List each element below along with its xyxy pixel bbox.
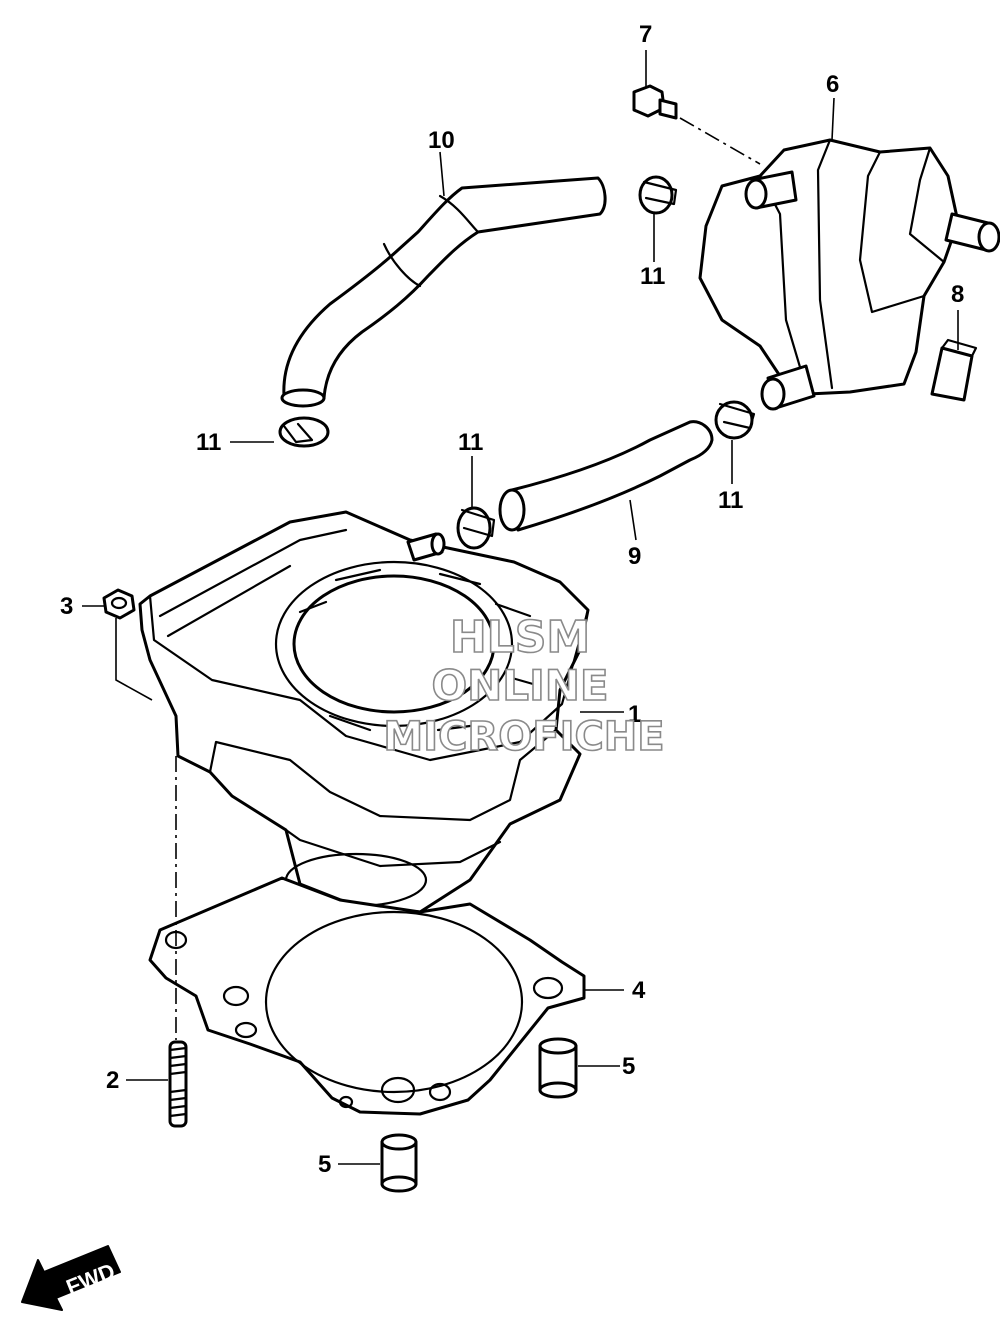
callout-2: 2 xyxy=(106,1067,119,1094)
callout-11-left: 11 xyxy=(196,429,221,456)
watermark: HLSM ONLINE MICROFICHE xyxy=(383,611,666,761)
reservoir-tank-6[interactable] xyxy=(698,138,1000,411)
watermark-line-2: ONLINE xyxy=(431,661,608,710)
bolt-7[interactable] xyxy=(632,84,678,120)
callout-labels: 1 2 3 4 5 5 6 7 8 9 10 11 11 11 11 xyxy=(60,21,964,1178)
callout-11-center: 11 xyxy=(458,429,483,456)
dowel-pin-5-bottom[interactable] xyxy=(380,1133,418,1193)
hose-9[interactable] xyxy=(498,420,714,532)
callout-1: 1 xyxy=(628,701,641,728)
hose-10[interactable] xyxy=(280,176,607,408)
block-8[interactable] xyxy=(930,338,978,402)
callout-11-upper: 11 xyxy=(640,263,665,290)
watermark-line-1: HLSM xyxy=(450,612,590,663)
callout-5-bottom: 5 xyxy=(318,1151,331,1178)
callout-10: 10 xyxy=(428,127,455,154)
fwd-arrow: FWD xyxy=(21,1245,121,1311)
clamp-11-center[interactable] xyxy=(456,506,496,550)
nut-3[interactable] xyxy=(102,588,136,620)
watermark-line-3: MICROFICHE xyxy=(383,714,664,760)
leader-lines xyxy=(82,50,959,1165)
gasket-4[interactable] xyxy=(148,876,586,1116)
callout-9: 9 xyxy=(628,543,641,570)
callout-3: 3 xyxy=(60,593,73,620)
dowel-pin-5-right[interactable] xyxy=(538,1037,578,1099)
clamp-11-upper[interactable] xyxy=(638,175,678,215)
clamp-11-left[interactable] xyxy=(278,416,330,448)
callout-7: 7 xyxy=(639,21,652,48)
stud-bolt-2[interactable] xyxy=(168,1040,188,1128)
callout-8: 8 xyxy=(951,281,964,308)
cylinder-1[interactable] xyxy=(138,510,590,914)
clamp-11-right[interactable] xyxy=(714,400,756,440)
callout-4: 4 xyxy=(632,977,646,1004)
callout-5-right: 5 xyxy=(622,1053,635,1080)
callout-6: 6 xyxy=(826,71,839,98)
callout-11-right: 11 xyxy=(718,487,743,514)
